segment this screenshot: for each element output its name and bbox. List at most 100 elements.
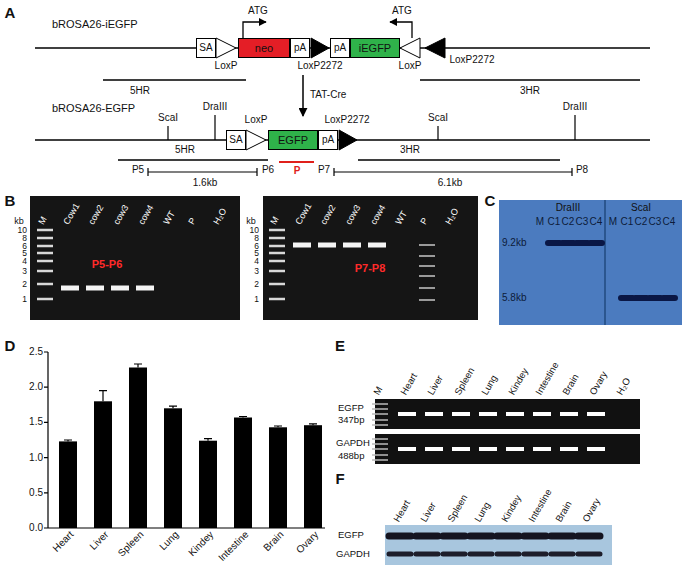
category-label: Ovary	[295, 529, 321, 555]
bar	[59, 441, 77, 528]
size-unit: kb	[246, 217, 256, 226]
recombinase-label: TAT-Cre	[310, 90, 346, 100]
gel	[30, 196, 240, 320]
gel	[375, 399, 640, 429]
panel-letter: B	[5, 193, 16, 208]
product-size: 347bp	[338, 415, 364, 425]
category-label: Heart	[51, 529, 75, 553]
lane-label: C4	[590, 217, 603, 227]
lox-site: LoxP2272	[449, 55, 494, 65]
category-label: Brain	[262, 529, 286, 553]
lox-site: LoxP2272	[297, 61, 342, 71]
probe-line	[279, 161, 314, 163]
category-label: Spleen	[116, 529, 145, 558]
axis-tick: 2.5	[29, 347, 43, 357]
lane-label: C1	[548, 217, 561, 227]
box-label: SA	[229, 135, 242, 145]
ladder-size: 1	[22, 295, 27, 304]
polya-box: pA	[318, 130, 338, 150]
plasmid-bands	[419, 245, 435, 300]
lane-label: C2	[562, 217, 575, 227]
ladder-size: 2	[254, 280, 259, 289]
bar	[269, 427, 287, 528]
southern-band	[548, 240, 602, 246]
lane-label: Lung	[480, 373, 499, 396]
category-label: Lung	[158, 529, 181, 552]
lane-label: H₂O	[615, 376, 632, 396]
lox-site: LoxP	[215, 61, 238, 71]
homology-arm-line	[118, 159, 560, 161]
primer-pair: P5-P6	[92, 259, 123, 270]
promoter-arrow	[390, 22, 412, 38]
lane-label: Lung	[473, 500, 492, 523]
protein-label: EGFP	[338, 530, 364, 540]
lane-label: Spleen	[453, 366, 476, 396]
blot-membrane	[499, 200, 682, 325]
enzyme-label: DraIII	[556, 203, 580, 213]
lane-label: Liver	[426, 374, 445, 397]
loxp-triangle	[216, 38, 236, 58]
promoter-arrow	[243, 22, 266, 38]
homology-arm: 5HR	[130, 86, 150, 96]
category-label: Intestine	[217, 529, 251, 563]
lane-label: M	[536, 217, 544, 227]
ladder-size: 2	[22, 280, 27, 289]
ladder-size: 3	[254, 267, 259, 276]
homology-arm: 3HR	[520, 86, 540, 96]
panel-letter: A	[5, 5, 16, 20]
primer-pair: P7-P8	[355, 263, 386, 274]
bar	[304, 425, 322, 528]
probe-label: P	[294, 166, 301, 176]
primer-label: P8	[576, 165, 588, 175]
chart-axes	[44, 352, 325, 528]
homology-arm: 3HR	[400, 145, 420, 155]
size-unit: kb	[14, 217, 24, 226]
lane-label: C2	[635, 217, 648, 227]
lane-label: Intestine	[534, 361, 560, 397]
loxp-triangle	[400, 38, 420, 58]
lane-label: Kindey	[507, 366, 530, 396]
restriction-site: DraIII	[563, 102, 587, 112]
category-label: Liver	[88, 529, 110, 551]
box-label: pA	[322, 135, 334, 145]
egfp-cassette-box: EGFP	[268, 130, 318, 150]
lane-label: Ovary	[581, 497, 602, 524]
lane-label: Heart	[392, 499, 412, 524]
lane-label: Spleen	[446, 493, 469, 523]
ladder-bands	[372, 404, 388, 460]
product-size: 488bp	[338, 451, 364, 461]
lane-label: C1	[621, 217, 634, 227]
ladder-size: 3	[22, 267, 27, 276]
lane-label: Kindey	[500, 493, 523, 523]
lane-label: Ovary	[588, 370, 609, 397]
western-membrane	[385, 525, 612, 565]
lane-label: Liver	[419, 501, 438, 524]
lox-site: LoxP	[399, 61, 422, 71]
loxp2272-triangle	[425, 38, 445, 58]
homology-arm-line	[103, 79, 640, 81]
gene-label: GAPDH	[336, 438, 370, 448]
splice-acceptor-box: SA	[196, 38, 216, 58]
panel-letter: F	[335, 471, 344, 486]
panel-letter: C	[485, 193, 496, 208]
gel	[375, 434, 640, 464]
bar	[129, 368, 147, 529]
box-label: SA	[199, 43, 212, 53]
protein-label: GAPDH	[336, 549, 370, 559]
axis-tick: 0.0	[29, 523, 43, 533]
ladder-bands	[37, 230, 53, 299]
axis-tick: 1.0	[29, 453, 43, 463]
polya-box: pA	[330, 38, 350, 58]
recombination-arrow	[302, 75, 304, 116]
lane-label: Brain	[554, 499, 573, 523]
box-label: pA	[334, 43, 346, 53]
start-codon: ATG	[392, 6, 412, 16]
restriction-site: DraIII	[203, 102, 227, 112]
homology-arm: 5HR	[175, 145, 195, 155]
loxp2272-triangle	[339, 130, 357, 150]
bar	[199, 441, 217, 528]
neo-cassette-box: neo	[238, 38, 290, 58]
ladder-size: 4	[22, 257, 27, 266]
axis-tick: 1.5	[29, 417, 43, 427]
gapdh-band	[389, 552, 600, 557]
